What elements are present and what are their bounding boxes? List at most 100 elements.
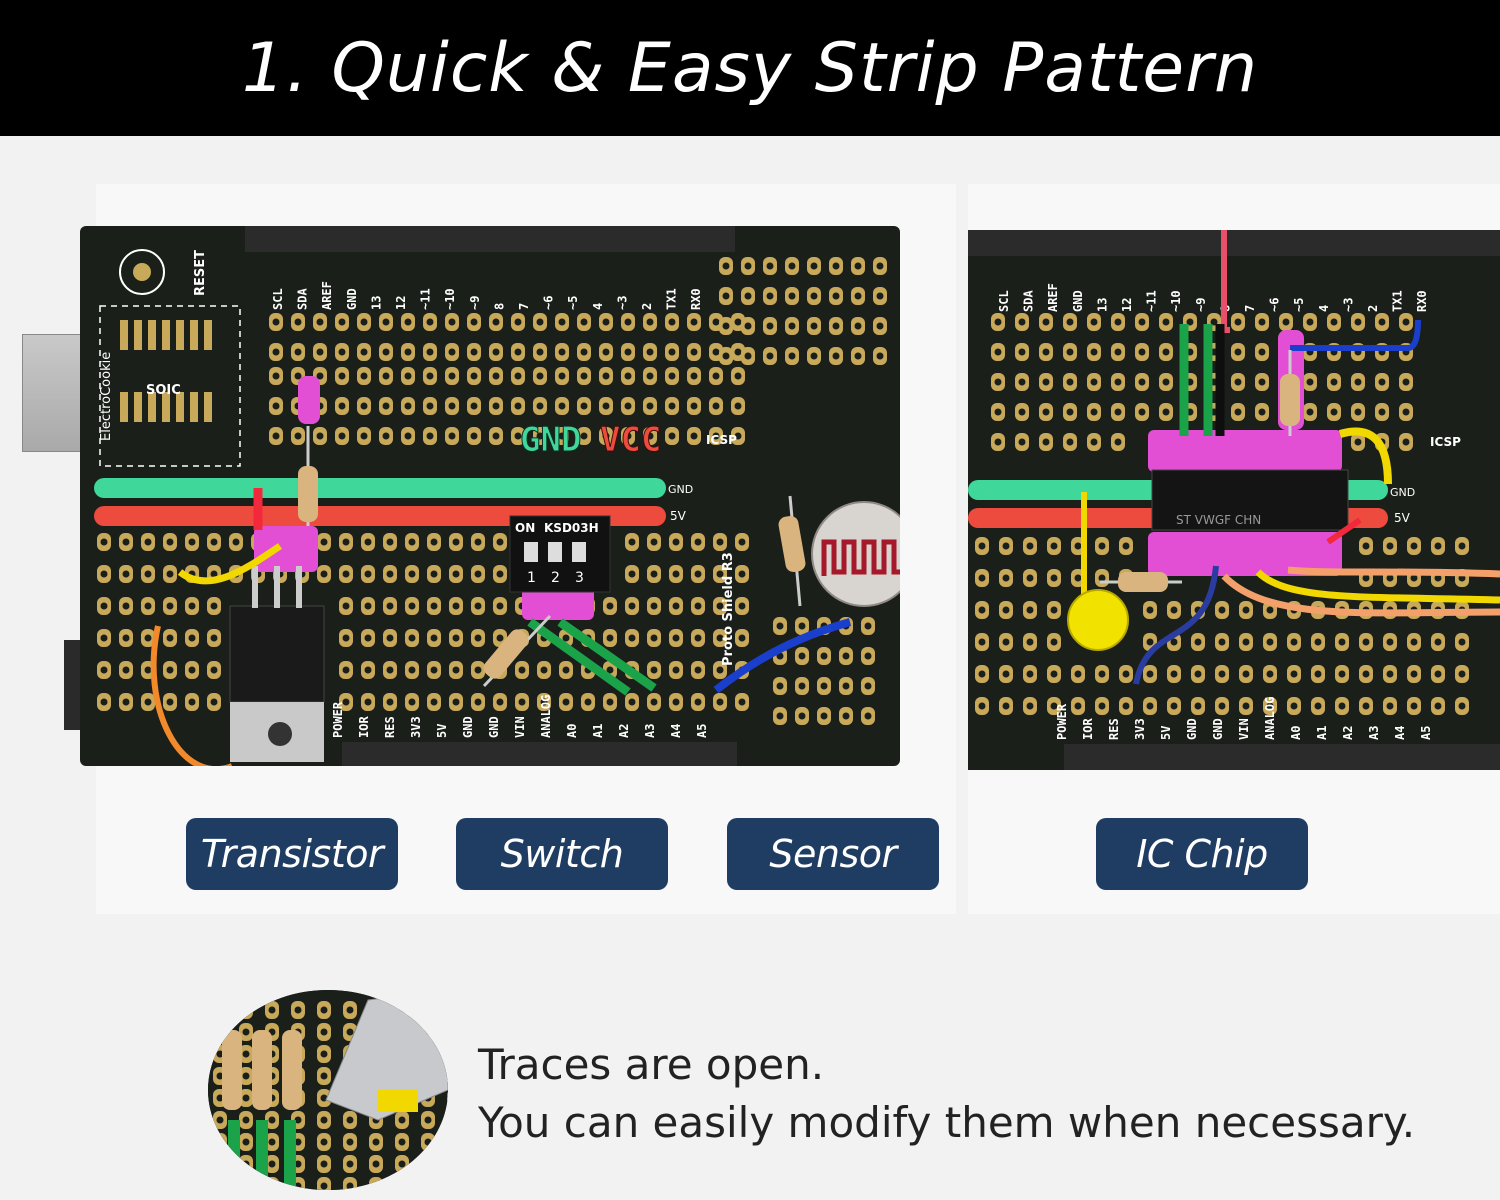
pad-hole	[994, 408, 1002, 416]
pad-hole	[650, 634, 658, 642]
pad-hole	[408, 570, 416, 578]
pad-hole	[448, 372, 456, 380]
transistor-body	[229, 605, 325, 703]
pin-label: 4	[591, 303, 605, 310]
gnd-rail-label: GND	[520, 420, 581, 460]
pad-hole	[864, 652, 872, 660]
pad-hole	[122, 634, 130, 642]
pad-hole	[346, 1160, 354, 1168]
pad-hole	[1234, 378, 1242, 386]
pad-hole	[188, 602, 196, 610]
pad-hole	[342, 570, 350, 578]
orange-wire	[150, 625, 232, 766]
pad-hole	[580, 348, 588, 356]
trace-cut-photo	[208, 990, 448, 1190]
pad-hole	[316, 318, 324, 326]
pad-hole	[424, 1138, 432, 1146]
pad-hole	[624, 348, 632, 356]
pad-hole	[722, 292, 730, 300]
dip-toggle-1	[524, 542, 538, 562]
pad-hole	[272, 372, 280, 380]
soic-pad	[190, 320, 198, 350]
pad-hole	[842, 712, 850, 720]
pad-hole	[580, 318, 588, 326]
pad-hole	[1306, 318, 1314, 326]
pad-hole	[1242, 702, 1250, 710]
pad-hole	[430, 634, 438, 642]
pad-hole	[672, 570, 680, 578]
pad-hole	[1194, 638, 1202, 646]
pad-hole	[1354, 378, 1362, 386]
pin-label: ~3	[1341, 298, 1355, 312]
pad-hole	[832, 322, 840, 330]
pad-hole	[694, 570, 702, 578]
pad-hole	[408, 538, 416, 546]
pad-hole	[1042, 348, 1050, 356]
pad-hole	[210, 666, 218, 674]
pad-hole	[628, 602, 636, 610]
pin-label: ~5	[1292, 298, 1306, 312]
pad-hole	[1402, 438, 1410, 446]
pin-label: 5V	[435, 724, 449, 738]
pad-hole	[242, 1072, 250, 1080]
silk-gnd: GND	[1390, 486, 1415, 499]
green-jumper	[228, 1120, 240, 1190]
pad-hole	[810, 322, 818, 330]
pad-hole	[624, 318, 632, 326]
pad-hole	[364, 570, 372, 578]
vcc-rail-label: VCC	[600, 420, 661, 460]
pad-hole	[1162, 318, 1170, 326]
pad-hole	[122, 538, 130, 546]
pad-hole	[1410, 702, 1418, 710]
pin-label: IOR	[357, 716, 371, 738]
pad-hole	[602, 348, 610, 356]
pad-hole	[424, 1160, 432, 1168]
pad-hole	[1314, 638, 1322, 646]
pad-hole	[242, 1160, 250, 1168]
pad-hole	[606, 602, 614, 610]
pin-label: 3V3	[409, 716, 423, 738]
pad-hole	[712, 402, 720, 410]
pin-label: A3	[1367, 726, 1381, 740]
pad-hole	[382, 402, 390, 410]
pad-hole	[832, 292, 840, 300]
pad	[447, 1047, 448, 1061]
pad-hole	[1002, 542, 1010, 550]
pad-hole	[1290, 638, 1298, 646]
pad-hole	[470, 402, 478, 410]
gnd-rail	[94, 478, 666, 498]
pad-hole	[320, 538, 328, 546]
pad-hole	[268, 1160, 276, 1168]
pin-label: RX0	[1415, 290, 1429, 312]
green-jumper	[284, 1120, 296, 1190]
pad	[421, 1177, 435, 1190]
pad-hole	[426, 318, 434, 326]
pin-label: A0	[1289, 726, 1303, 740]
pad-hole	[854, 352, 862, 360]
pad-hole	[672, 602, 680, 610]
pad-hole	[1042, 378, 1050, 386]
pin-label: GND	[461, 716, 475, 738]
pin-label: 12	[394, 296, 408, 310]
resistor	[222, 1030, 242, 1110]
pad-hole	[268, 1116, 276, 1124]
pad-hole	[1386, 542, 1394, 550]
pad-hole	[558, 432, 566, 440]
pad-hole	[606, 634, 614, 642]
transistor-lead	[296, 566, 302, 608]
pad-hole	[346, 1028, 354, 1036]
red-jumper	[1326, 517, 1362, 545]
pad-hole	[216, 1072, 224, 1080]
soic-pad	[204, 320, 212, 350]
pad-hole	[1018, 378, 1026, 386]
pad-hole	[492, 318, 500, 326]
pin-label: VIN	[1237, 718, 1251, 740]
pad-hole	[1362, 542, 1370, 550]
dip-num-3: 3	[575, 570, 584, 586]
pad-hole	[650, 538, 658, 546]
yellow-long-wire	[1255, 569, 1500, 604]
pad	[265, 1177, 279, 1190]
pad-hole	[320, 1006, 328, 1014]
pad-hole	[1042, 408, 1050, 416]
pad-hole	[216, 1050, 224, 1058]
